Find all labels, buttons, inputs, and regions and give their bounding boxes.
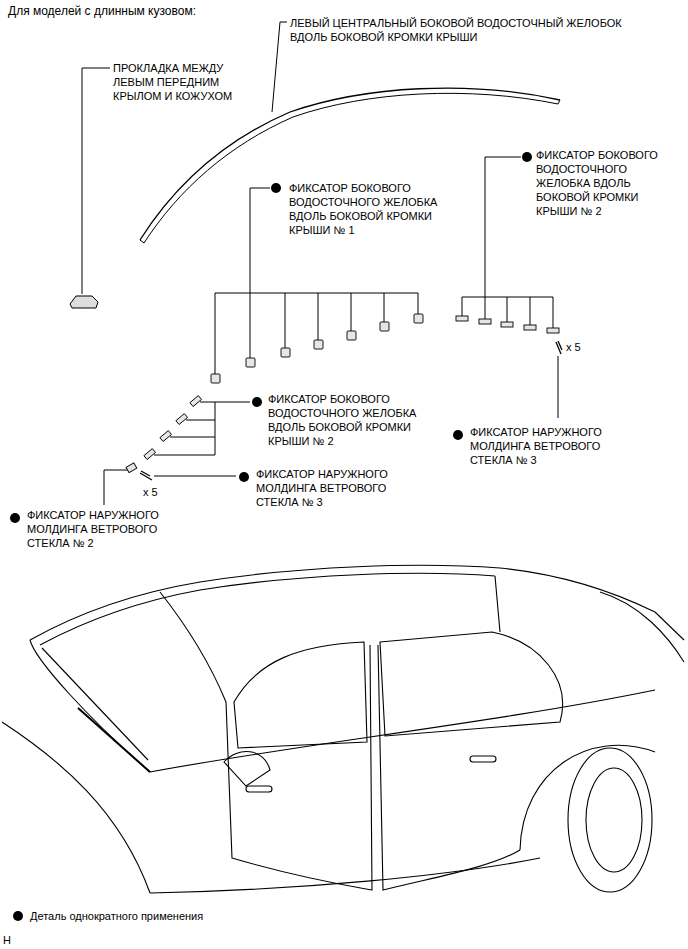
part-label: H [3, 933, 23, 947]
heading: Для моделей с длинным кузовом: [8, 4, 196, 18]
part-label: ФИКСАТОР БОКОВОГО ВОДОСТОЧНОГО ЖЕЛОБКА В… [536, 148, 676, 218]
clip [479, 319, 491, 324]
part-label: ФИКСАТОР БОКОВОГО ВОДОСТОЧНОГО ЖЕЛОБКА В… [268, 392, 448, 448]
leader-line [215, 293, 418, 294]
leader-line [558, 356, 559, 418]
clip [524, 325, 536, 330]
a-pillar [160, 592, 226, 702]
windshield [30, 640, 150, 772]
wheel [568, 748, 652, 892]
c-pillar [495, 576, 500, 632]
clip [281, 348, 290, 357]
leader-line [272, 22, 287, 112]
part-label: ФИКСАТОР НАРУЖНОГО МОЛДИНГА ВЕТРОВОГО СТ… [256, 467, 416, 509]
leader-line [82, 68, 110, 294]
single-use-dot [271, 183, 281, 193]
clip [380, 322, 389, 331]
clip [314, 340, 323, 349]
front-door [226, 645, 372, 890]
rear-window [380, 632, 563, 736]
single-use-marks [10, 152, 532, 921]
leader-line [154, 402, 215, 455]
clip [246, 358, 255, 367]
leader-line [154, 476, 236, 477]
leader-line [215, 293, 418, 374]
leader-line [104, 470, 128, 505]
clip [547, 328, 559, 333]
single-use-dot [10, 513, 20, 523]
gasket [70, 296, 98, 308]
clip [456, 316, 468, 321]
single-use-dot [252, 397, 262, 407]
front-fender [2, 722, 150, 893]
clip [126, 463, 137, 473]
clip [190, 396, 202, 407]
clip [144, 449, 156, 460]
pin [556, 341, 562, 354]
clip [160, 431, 172, 442]
clip [414, 314, 423, 323]
rail-molding [144, 93, 558, 243]
clip [211, 374, 220, 383]
pin [140, 471, 152, 480]
part-label: ЛЕВЫЙ ЦЕНТРАЛЬНЫЙ БОКОВОЙ ВОДОСТОЧНЫЙ ЖЕ… [290, 16, 630, 44]
single-use-dot [239, 472, 249, 482]
leader-line [250, 188, 270, 293]
door-handle [246, 786, 272, 792]
hood-strut [78, 708, 150, 772]
clip [176, 414, 188, 425]
trunk [655, 612, 684, 640]
rocker [150, 858, 540, 893]
part-label: ФИКСАТОР БОКОВОГО ВОДОСТОЧНОГО ЖЕЛОБКА В… [289, 181, 464, 237]
rail-molding [140, 100, 560, 243]
rear-door [378, 645, 520, 890]
legend-dot [13, 911, 23, 921]
front-window [234, 642, 367, 748]
car-drawing [2, 565, 684, 893]
part-label: x 5 [566, 340, 606, 354]
roof-line [40, 573, 495, 645]
windshield [42, 648, 148, 760]
clip [347, 331, 356, 340]
single-use-dot [453, 430, 463, 440]
clip [501, 322, 513, 327]
single-use-dot [522, 152, 532, 162]
leader-line [485, 157, 521, 297]
part-label: ПРОКЛАДКА МЕЖДУ ЛЕВЫМ ПЕРЕДНИМ КРЫЛОМ И … [113, 61, 243, 103]
leader-line [215, 402, 250, 455]
roof-line [30, 565, 655, 640]
part-label: ФИКСАТОР НАРУЖНОГО МОЛДИНГА ВЕТРОВОГО СТ… [470, 425, 620, 467]
rail-molding [140, 88, 560, 240]
wheel [586, 768, 642, 872]
part-label: x 5 [143, 485, 183, 499]
trunk [600, 592, 684, 662]
part-label: ФИКСАТОР НАРУЖНОГО МОЛДИНГА ВЕТРОВОГО СТ… [27, 508, 177, 550]
door-handle [470, 756, 496, 762]
mirror [224, 752, 270, 786]
leader-line [462, 297, 553, 328]
legend-text: Деталь однократного применения [30, 909, 203, 923]
